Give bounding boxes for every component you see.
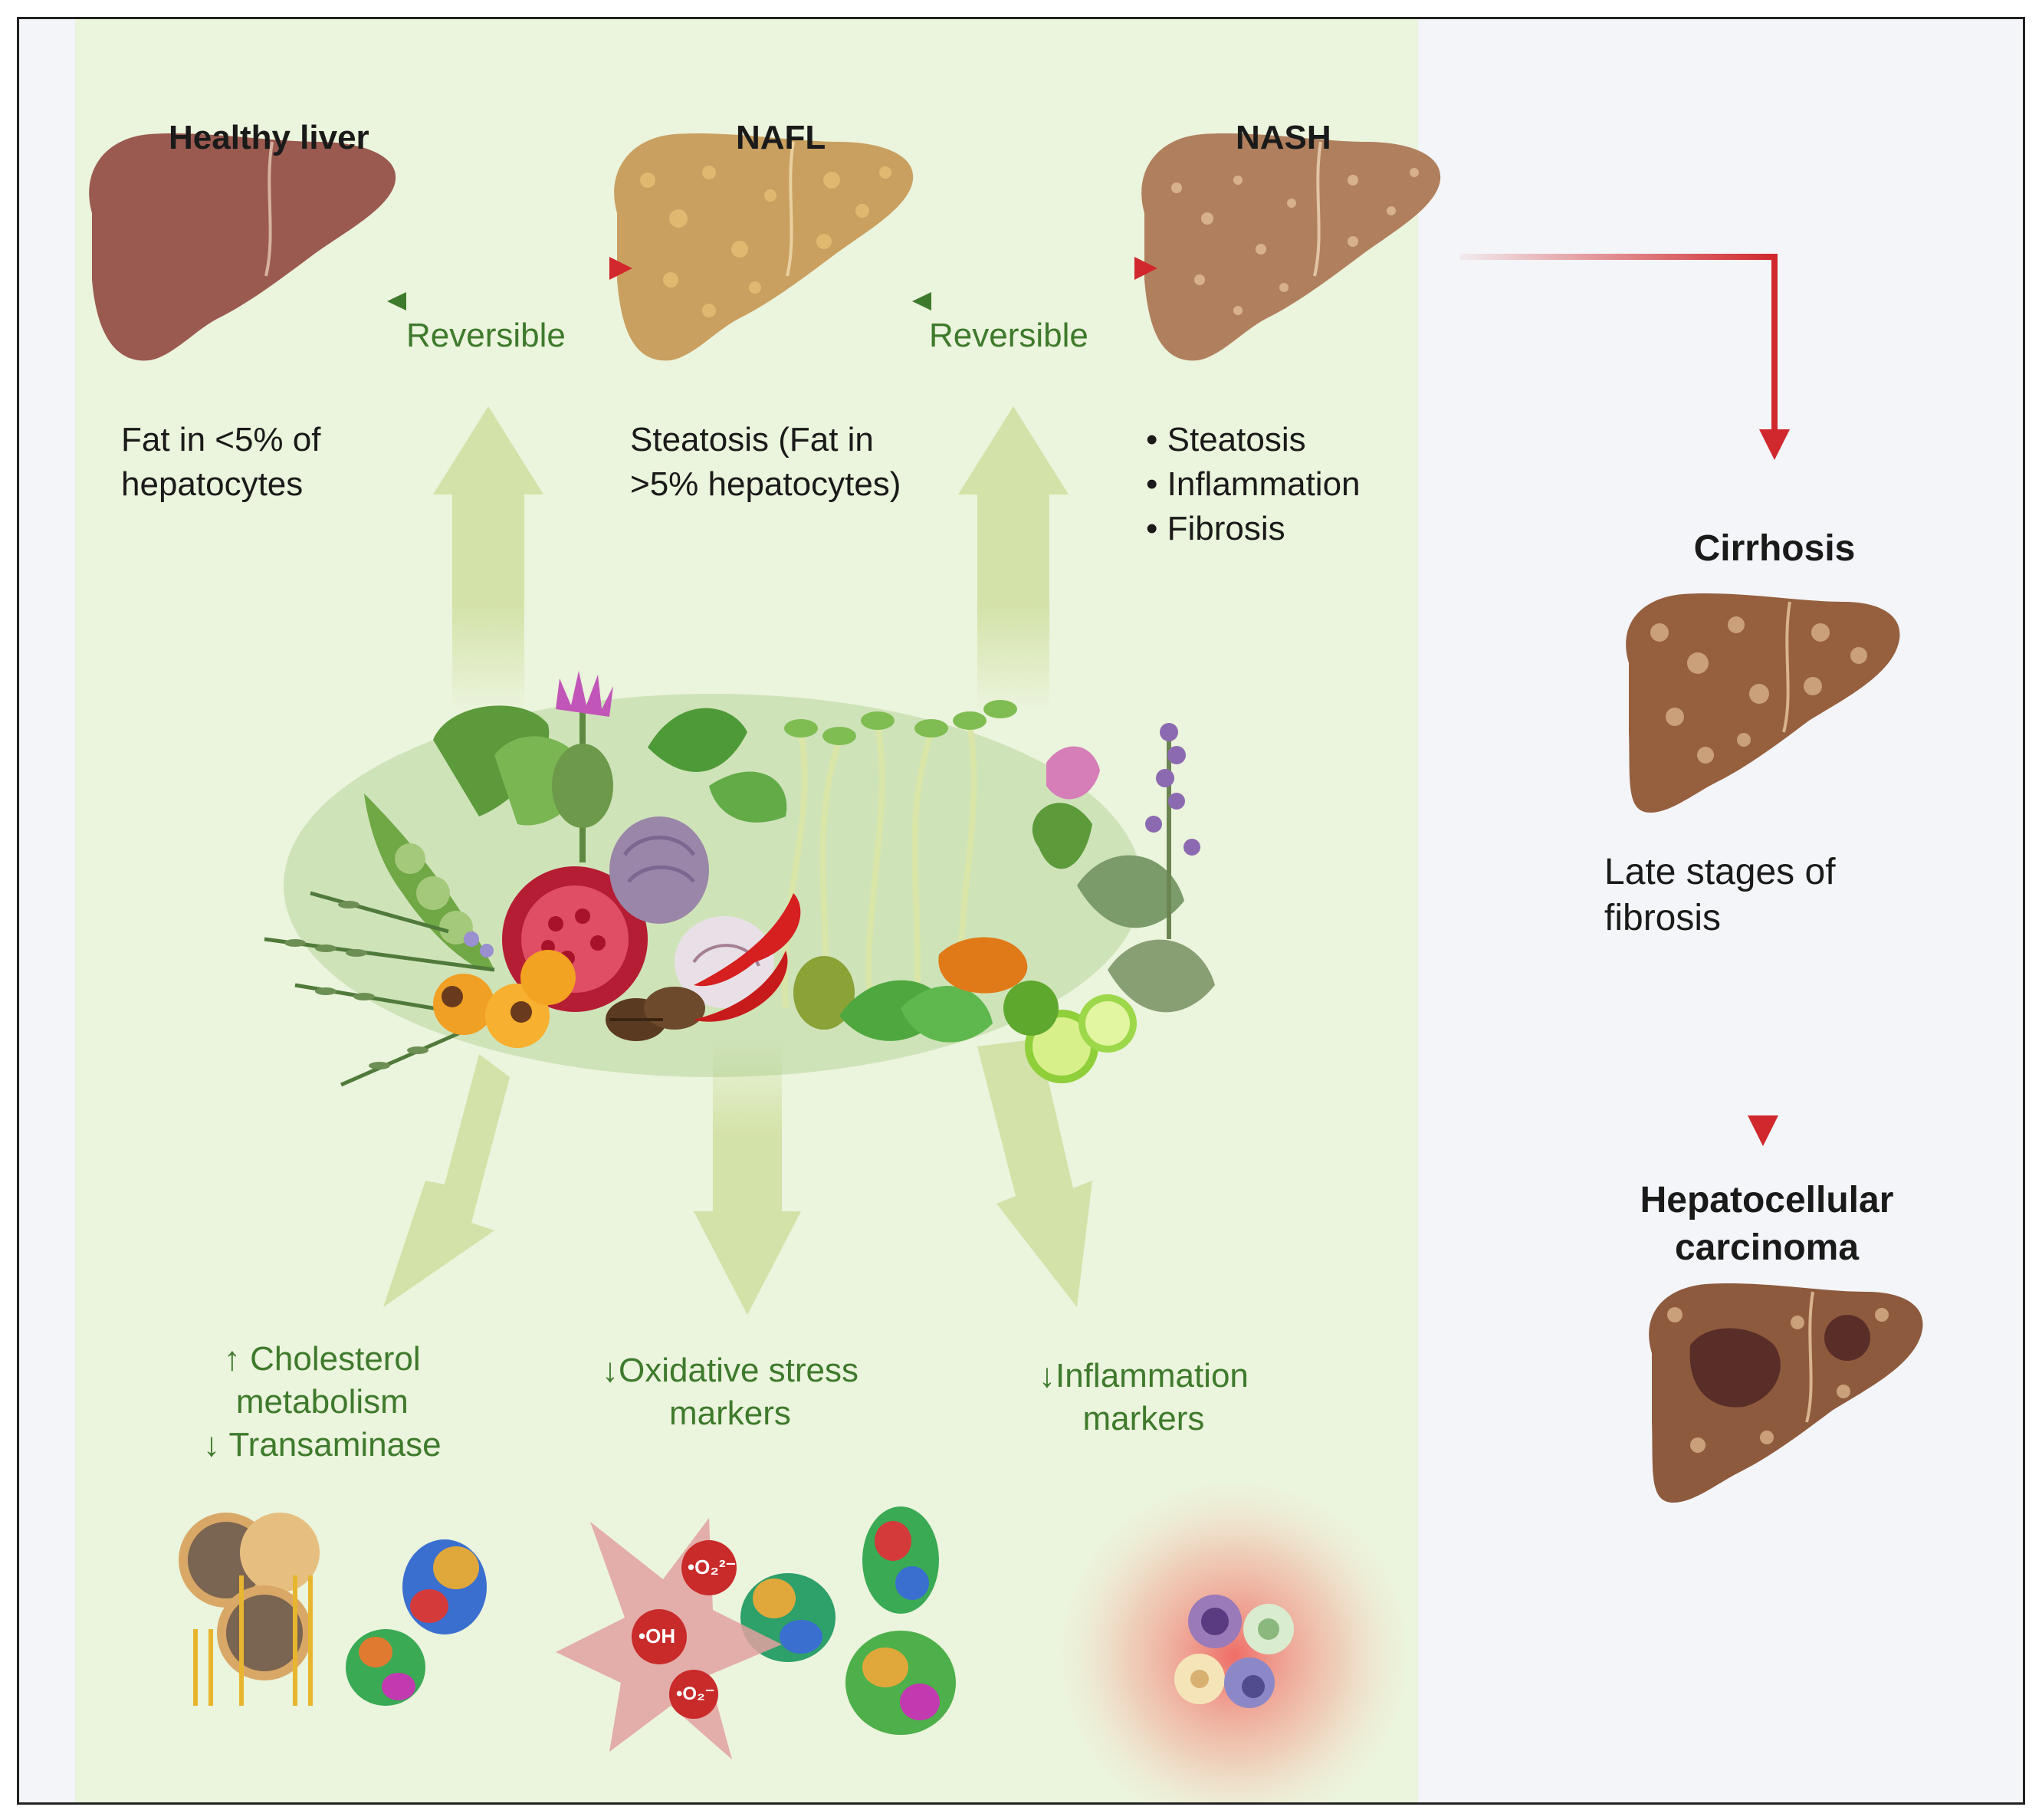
lipid-effect-label: ↑ Cholesterol metabolism ↓ Transaminase — [203, 1340, 442, 1464]
cirrhosis-liver-icon — [1626, 593, 1900, 813]
stage-title-nash: NASH — [1236, 119, 1331, 156]
down-arrow-icon: ↓ — [602, 1352, 619, 1389]
healthy-description: Fat in <5% of hepatocytes — [121, 421, 321, 503]
oxidative-effect-label: ↓Oxidative stress markers — [602, 1352, 858, 1432]
lipoprotein-icon — [179, 1513, 320, 1706]
nafl-description: Steatosis (Fat in >5% hepatocytes) — [630, 421, 901, 503]
healthy-liver-icon — [89, 133, 396, 361]
ros-superoxide-2-label: •O₂²⁻ — [688, 1556, 737, 1579]
stage-title-healthy: Healthy liver — [169, 119, 369, 156]
reversible-label-2: Reversible — [929, 317, 1088, 354]
stage-title-nafl: NAFL — [736, 119, 826, 156]
nash-feature: • Fibrosis — [1146, 510, 1285, 547]
nash-feature: • Steatosis — [1146, 421, 1306, 458]
hcc-liver-icon — [1649, 1283, 1923, 1503]
treatment-up-arrow-2 — [958, 406, 1069, 709]
treatment-up-arrow-1 — [433, 406, 543, 709]
ros-star-icon — [556, 1518, 782, 1759]
down-arrow-icon: ↓ — [1039, 1357, 1055, 1395]
nash-liver-icon — [1141, 133, 1441, 361]
nash-features-list: • Steatosis • Inflammation • Fibrosis — [1146, 418, 1361, 551]
inflammation-effect-label: ↓Inflammation markers — [1039, 1357, 1249, 1437]
reversible-label-1: Reversible — [406, 317, 566, 354]
treatment-down-arrow-2 — [694, 1039, 801, 1315]
plants-cluster-icon — [264, 671, 1215, 1087]
cirrhosis-title: Cirrhosis — [1693, 528, 1856, 569]
progression-arrow-cirrhosis — [1460, 254, 1778, 433]
hcc-title: Hepatocellular carcinoma — [1640, 1180, 1894, 1268]
nafl-liver-icon — [614, 133, 914, 361]
figure-frame: Healthy liver NAFL NASH Reversible Rever… — [17, 17, 2025, 1805]
treatment-down-arrow-3 — [977, 1039, 1092, 1307]
ros-hydroxyl-label: •OH — [639, 1625, 676, 1648]
treatment-down-arrow-1 — [383, 1054, 510, 1307]
up-arrow-icon: ↑ — [223, 1340, 241, 1378]
down-arrow-icon: ↓ — [203, 1426, 220, 1464]
nash-feature: • Inflammation — [1146, 465, 1361, 503]
diagram-art — [89, 133, 1923, 1802]
immune-cells-icon — [1058, 1480, 1410, 1802]
ros-superoxide-label: •O₂⁻ — [676, 1684, 715, 1704]
cirrhosis-description: Late stages of fibrosis — [1604, 852, 1836, 938]
